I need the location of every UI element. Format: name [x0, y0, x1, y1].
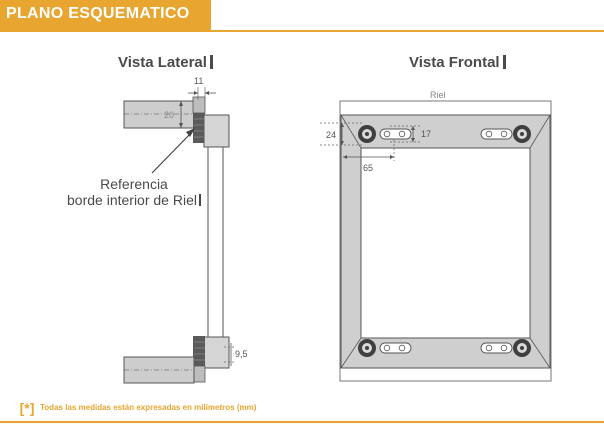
header-tab: PLANO ESQUEMATICO: [0, 0, 211, 30]
frontal-view-title: Vista Frontal: [409, 54, 506, 71]
dim-24: 24: [326, 130, 336, 140]
asterisk-note-icon: [*]: [19, 400, 35, 416]
page-title: PLANO ESQUEMATICO: [6, 5, 190, 22]
title-bar-mark: [502, 55, 506, 69]
reference-label: Referencia borde interior de Riel: [54, 176, 214, 208]
title-bar-mark: [198, 194, 201, 206]
lateral-view-title-text: Vista Lateral: [118, 54, 207, 71]
dim-9-5: 9,5: [235, 349, 248, 359]
lateral-view-title: Vista Lateral: [118, 54, 213, 71]
frontal-view-title-text: Vista Frontal: [409, 54, 500, 71]
title-bar-mark: [209, 55, 213, 69]
rail-label: Riel: [430, 90, 446, 100]
lateral-bottom-hub: [193, 336, 205, 366]
reference-line-2-wrap: borde interior de Riel: [54, 192, 214, 208]
wheel-bottom-left: [358, 339, 412, 357]
reference-line-2: borde interior de Riel: [67, 192, 197, 208]
lateral-rail-bottom: [203, 336, 230, 369]
dim-65: 65: [363, 163, 373, 173]
dim-20: 20: [164, 110, 174, 120]
reference-line-1: Referencia: [100, 176, 168, 192]
lateral-top-hub: [193, 113, 205, 143]
wheel-bottom-right: [480, 339, 531, 357]
wheel-top-right: [480, 125, 531, 143]
dim-17: 17: [421, 129, 431, 139]
lateral-rail-top: [203, 114, 230, 148]
dim-11: 11: [194, 76, 203, 86]
wheel-top-left: [358, 125, 412, 143]
bottom-rule: [0, 421, 604, 423]
top-rule: [0, 30, 604, 32]
footnote-text: Todas las medidas están expresadas en mi…: [40, 403, 257, 412]
